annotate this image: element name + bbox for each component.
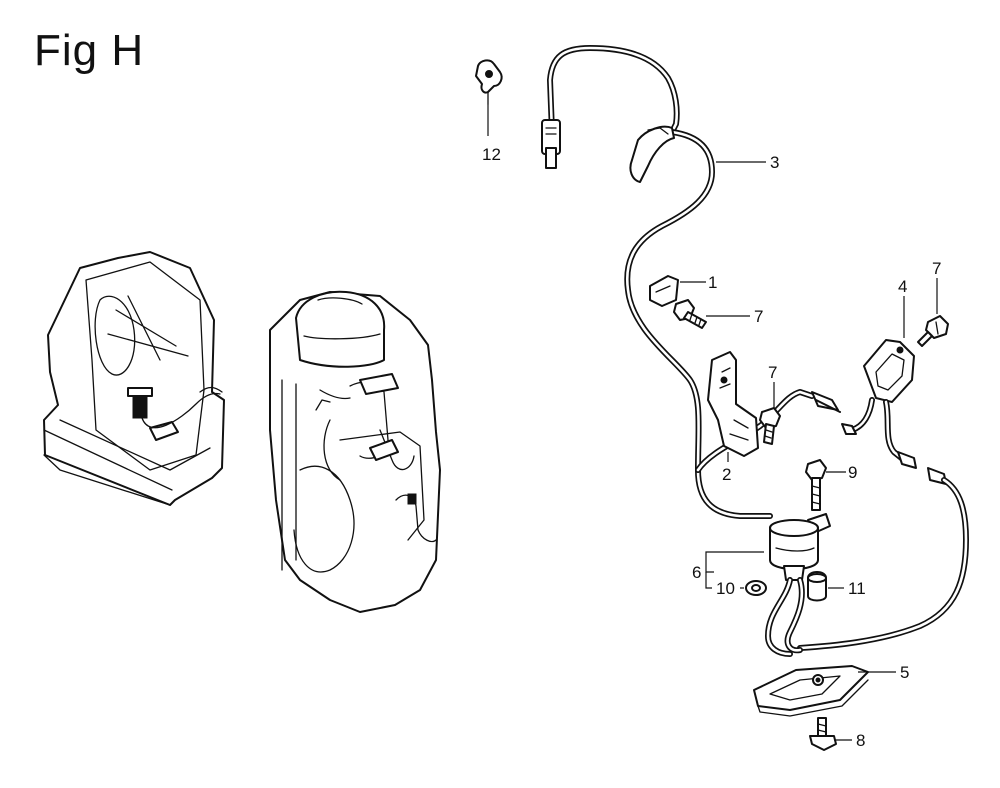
callout-3: 3 (770, 153, 779, 172)
control-module-part-4 (841, 339, 917, 469)
callout-6: 6 (692, 563, 701, 582)
callout-7-middle: 7 (768, 363, 777, 382)
engine-housing-center-illustration (269, 290, 441, 613)
callout-12: 12 (482, 145, 501, 164)
callout-7-right: 7 (932, 259, 941, 278)
engine-housing-left-illustration (43, 251, 225, 506)
callout-2: 2 (722, 465, 731, 484)
ground-wire (797, 467, 969, 651)
coil-part-6 (765, 513, 831, 657)
leader-line (705, 551, 764, 573)
callout-5: 5 (900, 663, 909, 682)
bolt-part-8 (809, 717, 837, 751)
wire-clip-part-1 (649, 275, 679, 307)
callout-10: 10 (716, 579, 735, 598)
callout-9: 9 (848, 463, 857, 482)
wire-harness-part-3 (541, 45, 841, 519)
bolt-part-7-middle (759, 407, 781, 445)
bracket-part-2 (707, 351, 759, 457)
callout-8: 8 (856, 731, 865, 750)
cap-part-11 (807, 571, 827, 602)
leader-line (705, 572, 712, 589)
figure-title: Fig H (34, 26, 145, 75)
plate-part-5 (753, 665, 869, 717)
callout-1: 1 (708, 273, 717, 292)
callout-7-upper: 7 (754, 307, 763, 326)
wire-clip-part-12 (475, 59, 503, 105)
washer-part-10 (745, 580, 767, 596)
bolt-part-9 (805, 459, 827, 511)
bolt-part-7-right (917, 315, 949, 347)
callout-4: 4 (898, 277, 907, 296)
bolt-part-7-upper (673, 299, 707, 329)
callout-11: 11 (848, 579, 866, 598)
